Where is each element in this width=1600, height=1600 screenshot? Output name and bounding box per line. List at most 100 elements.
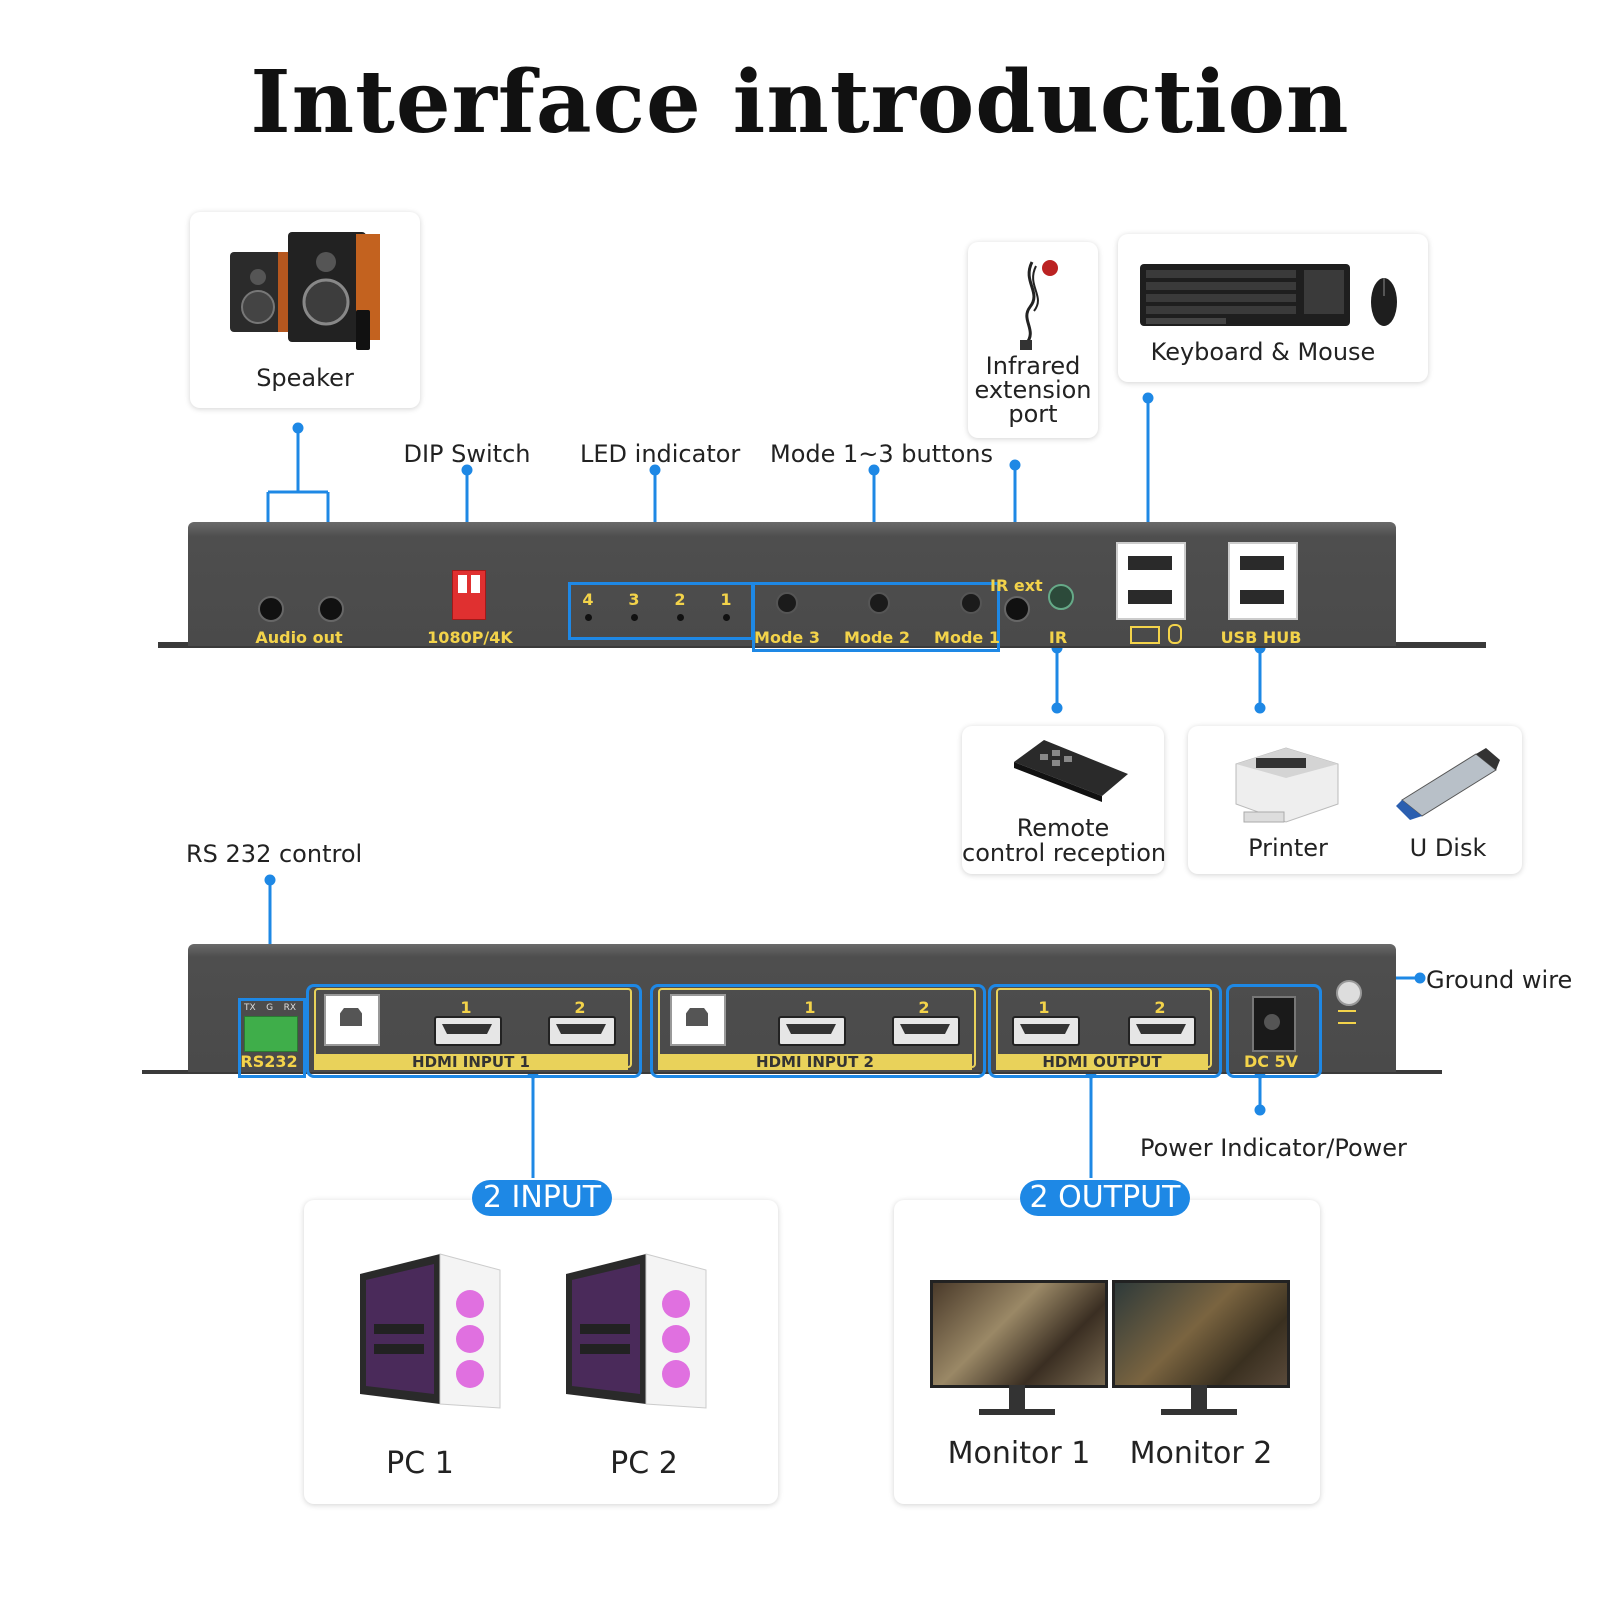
monitor-1-label: Monitor 1 bbox=[947, 1436, 1091, 1471]
rs232-box bbox=[238, 998, 306, 1078]
audio-jack-2[interactable] bbox=[318, 596, 344, 622]
audio-jack-1[interactable] bbox=[258, 596, 284, 622]
remote-card: Remote control reception bbox=[962, 726, 1167, 874]
rs232-terminal[interactable] bbox=[244, 1016, 298, 1052]
remote-icon bbox=[1014, 740, 1128, 802]
led-1 bbox=[723, 614, 730, 621]
led-number-3: 3 bbox=[628, 590, 640, 609]
ir-cable-icon bbox=[1020, 260, 1058, 350]
audio-out-label: Audio out bbox=[255, 628, 343, 647]
hdmi-input-2-usb-b-port[interactable] bbox=[670, 994, 726, 1046]
ir-label: IR bbox=[1048, 628, 1068, 647]
output-pill: 2 OUTPUT bbox=[1020, 1180, 1190, 1216]
usb-hub-ports[interactable] bbox=[1228, 542, 1298, 620]
led-number-1: 1 bbox=[720, 590, 732, 609]
hdmi-input-1-port-1-number: 1 bbox=[460, 998, 472, 1017]
input-pill: 2 INPUT bbox=[472, 1180, 612, 1216]
hdmi-input-2-port-2[interactable] bbox=[892, 1016, 960, 1046]
hdmi-input-1-usb-b-port[interactable] bbox=[324, 994, 380, 1046]
monitor-2-icon bbox=[1112, 1280, 1290, 1415]
mode-buttons-callout: Mode 1~3 buttons bbox=[770, 440, 993, 468]
rear-panel bbox=[188, 944, 1396, 1072]
rs232-pin-tx: TX bbox=[244, 1003, 256, 1013]
hdmi-input-1-port-1[interactable] bbox=[434, 1016, 502, 1046]
hdmi-input-1-label: HDMI INPUT 1 bbox=[314, 1054, 628, 1070]
hdmi-output-box bbox=[988, 984, 1222, 1078]
ir-extension-card: Infrared extension port bbox=[968, 242, 1098, 438]
mouse-port-icon bbox=[1168, 624, 1182, 644]
rs232-pin-rx: RX bbox=[283, 1003, 296, 1013]
hdmi-output-port-1[interactable] bbox=[1012, 1016, 1080, 1046]
dip-switch[interactable] bbox=[452, 570, 486, 620]
udisk-label: U Disk bbox=[1409, 834, 1487, 862]
dc5v-jack[interactable] bbox=[1252, 996, 1296, 1052]
mode-2-button[interactable] bbox=[868, 592, 890, 614]
hdmi-output-port-2-number: 2 bbox=[1154, 998, 1166, 1017]
ir-extension-label-line3: port bbox=[1008, 400, 1058, 428]
udisk-icon bbox=[1396, 748, 1500, 820]
ir-extension-label-line2: extension bbox=[974, 376, 1092, 404]
hdmi-output-port-1-number: 1 bbox=[1038, 998, 1050, 1017]
ir-ext-jack[interactable] bbox=[1004, 596, 1030, 622]
hdmi-input-2-label: HDMI INPUT 2 bbox=[658, 1054, 972, 1070]
usb-port-keyboard-mouse[interactable] bbox=[1116, 542, 1186, 620]
dc5v-label: DC 5V bbox=[1243, 1052, 1299, 1071]
pc-2-label: PC 2 bbox=[610, 1446, 678, 1481]
mode-2-label: Mode 2 bbox=[844, 628, 910, 647]
hdmi-input-1-box bbox=[306, 984, 642, 1078]
led-3 bbox=[631, 614, 638, 621]
keyboard-icon bbox=[1140, 264, 1397, 326]
ir-receiver-icon bbox=[1048, 584, 1074, 610]
led-4 bbox=[585, 614, 592, 621]
monitor-1-icon bbox=[930, 1280, 1108, 1415]
rs232-pin-labels: TX G RX bbox=[244, 1003, 296, 1013]
led-2 bbox=[677, 614, 684, 621]
pc-2-icon bbox=[566, 1253, 707, 1409]
rs232-pin-g: G bbox=[266, 1003, 274, 1013]
printer-label: Printer bbox=[1248, 834, 1328, 862]
pc-1-icon bbox=[360, 1253, 501, 1409]
dip-switch-callout: DIP Switch bbox=[403, 440, 531, 468]
remote-label-line1: Remote bbox=[1016, 814, 1110, 842]
hdmi-input-2-port-1[interactable] bbox=[778, 1016, 846, 1046]
led-number-2: 2 bbox=[674, 590, 686, 609]
ground-screw-icon[interactable] bbox=[1336, 980, 1362, 1006]
led-indicator-callout: LED indicator bbox=[580, 440, 741, 468]
mode-3-label: Mode 3 bbox=[754, 628, 820, 647]
dip-label: 1080P/4K bbox=[427, 628, 513, 647]
mode-1-label: Mode 1 bbox=[934, 628, 1000, 647]
pc-1-label: PC 1 bbox=[386, 1446, 454, 1481]
hdmi-input-1-port-2-number: 2 bbox=[574, 998, 586, 1017]
rear-panel-bracket bbox=[142, 1070, 1442, 1074]
speaker-card: Speaker bbox=[190, 212, 420, 408]
keyboard-mouse-card: Keyboard & Mouse bbox=[1118, 234, 1428, 382]
keyboard-mouse-port-icon bbox=[1130, 626, 1160, 644]
hdmi-input-2-box bbox=[650, 984, 986, 1078]
remote-label-line2: control reception bbox=[962, 839, 1167, 867]
speaker-label: Speaker bbox=[256, 364, 354, 392]
hdmi-input-2-port-2-number: 2 bbox=[918, 998, 930, 1017]
printer-udisk-card: Printer U Disk bbox=[1188, 726, 1522, 874]
hdmi-output-label: HDMI OUTPUT bbox=[996, 1054, 1208, 1070]
monitor-2-label: Monitor 2 bbox=[1129, 1436, 1273, 1471]
ir-extension-label-line1: Infrared bbox=[985, 352, 1081, 380]
hdmi-output-port-2[interactable] bbox=[1128, 1016, 1196, 1046]
speaker-icon bbox=[230, 232, 380, 350]
mode-3-button[interactable] bbox=[776, 592, 798, 614]
hdmi-input-1-port-2[interactable] bbox=[548, 1016, 616, 1046]
dc5v-box bbox=[1226, 984, 1322, 1078]
ground-wire-callout: Ground wire bbox=[1426, 966, 1573, 994]
usb-hub-label: USB HUB bbox=[1220, 628, 1302, 647]
hdmi-input-2-port-1-number: 1 bbox=[804, 998, 816, 1017]
ir-ext-label: IR ext bbox=[990, 576, 1043, 595]
printer-icon bbox=[1235, 747, 1339, 823]
keyboard-mouse-label: Keyboard & Mouse bbox=[1150, 338, 1376, 366]
mode-buttons-box bbox=[752, 582, 1000, 652]
led-number-4: 4 bbox=[582, 590, 594, 609]
ground-symbol-icon bbox=[1338, 1010, 1356, 1024]
mode-1-button[interactable] bbox=[960, 592, 982, 614]
rs232-label: RS232 bbox=[240, 1052, 298, 1071]
power-indicator-callout: Power Indicator/Power bbox=[1140, 1134, 1407, 1162]
rs232-control-callout: RS 232 control bbox=[186, 840, 363, 868]
